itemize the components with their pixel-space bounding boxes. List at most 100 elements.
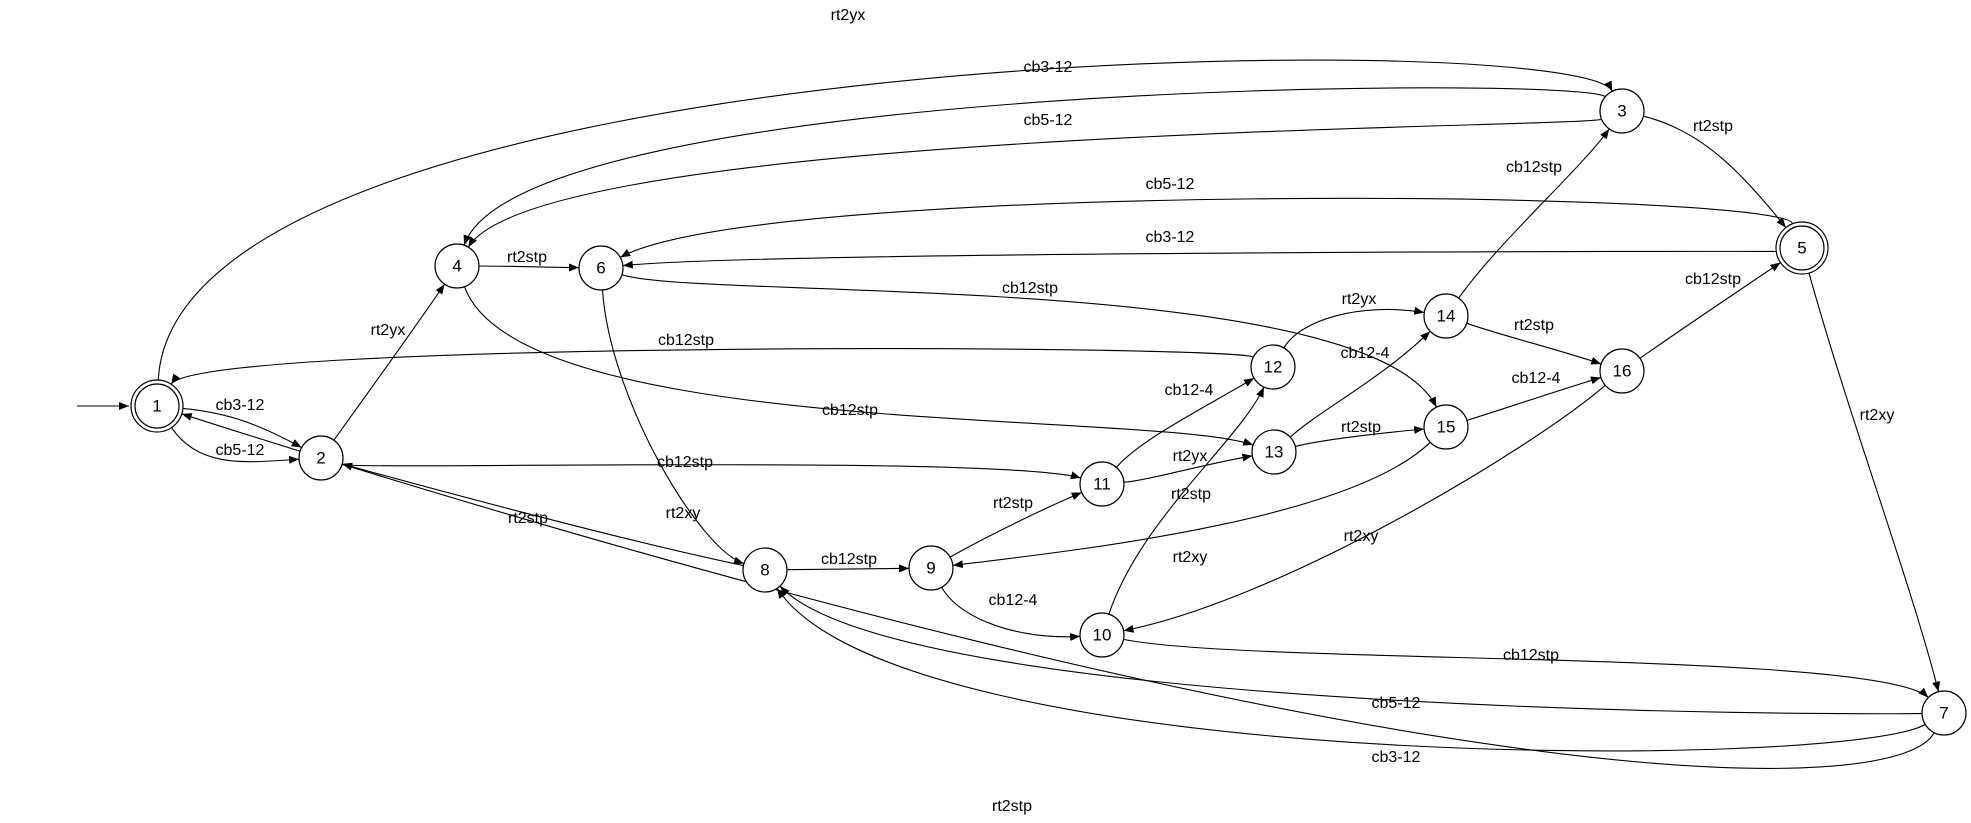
- edge-label: cb3-12: [1372, 749, 1421, 766]
- edge-5-to-6: [619, 197, 1794, 258]
- state-circle: [578, 245, 624, 291]
- state-circle: [1921, 690, 1967, 736]
- edge-11-to-12: [1115, 377, 1255, 468]
- edge-3-to-4: [463, 87, 1606, 246]
- state-circle: [434, 243, 480, 289]
- state-circle: [908, 545, 954, 591]
- state-label: 9: [926, 559, 935, 578]
- edge-2-to-4: [333, 283, 446, 441]
- state-node-6: 6: [578, 245, 624, 291]
- edge-3-to-5: [1643, 115, 1787, 228]
- edge-1-to-2: [182, 407, 302, 449]
- edge-label: cb12stp: [821, 551, 877, 568]
- edge-label: cb3-12: [216, 397, 265, 414]
- edge-label: rt2stp: [1514, 317, 1554, 334]
- state-label: 10: [1093, 626, 1112, 645]
- state-label: 4: [452, 257, 461, 276]
- state-label: 14: [1437, 307, 1456, 326]
- edge-label: rt2yx: [1342, 291, 1377, 308]
- edge-label: cb12stp: [1002, 280, 1058, 297]
- state-node-9: 9: [908, 545, 954, 591]
- edge-12-to-1: [170, 348, 1254, 385]
- edge-label: rt2xy: [1344, 528, 1379, 545]
- state-circle: [1250, 344, 1296, 390]
- edge-5-to-7: [1808, 272, 1940, 692]
- edge-13-to-14: [1289, 330, 1431, 438]
- edge-4-to-6: [478, 263, 580, 272]
- edge-label: rt2stp: [1341, 419, 1381, 436]
- edge-label: cb5-12: [216, 442, 265, 459]
- state-label: 16: [1613, 362, 1632, 381]
- edge-10-to-12: [1108, 386, 1265, 615]
- edge-9-to-11: [949, 492, 1082, 558]
- edge-12-to-14: [1283, 306, 1425, 349]
- edge-7-to-1: [181, 413, 1935, 769]
- state-circle: [1599, 88, 1645, 134]
- state-node-16: 16: [1599, 348, 1645, 394]
- edge-label: cb12-4: [1165, 382, 1214, 399]
- edge-label: rt2stp: [992, 798, 1032, 815]
- edge-7-to-8: [776, 588, 1926, 752]
- edge-label: cb12stp: [1506, 159, 1562, 176]
- state-label: 2: [316, 449, 325, 468]
- edge-label: rt2stp: [993, 495, 1033, 512]
- edge-label: cb3-12: [1146, 229, 1195, 246]
- state-label: 13: [1265, 443, 1284, 462]
- state-label: 7: [1939, 704, 1948, 723]
- state-circle: [1599, 348, 1645, 394]
- edge-label: rt2xy: [1173, 549, 1208, 566]
- edge-label: cb12stp: [657, 454, 713, 471]
- state-label: 3: [1617, 102, 1626, 121]
- state-circle: [298, 435, 344, 481]
- state-node-15: 15: [1423, 404, 1469, 450]
- edge-label: cb12-4: [1341, 345, 1390, 362]
- state-node-2: 2: [298, 435, 344, 481]
- state-label: 8: [760, 561, 769, 580]
- edge-label: cb12-4: [1512, 370, 1561, 387]
- state-circle: [1079, 612, 1125, 658]
- state-circle: [1423, 293, 1469, 339]
- edge-label: cb5-12: [1372, 695, 1421, 712]
- edge-label: cb3-12: [1024, 59, 1073, 76]
- edge-label: rt2yx: [371, 322, 406, 339]
- edge-5-to-6: [622, 250, 1777, 269]
- state-circle: [1423, 404, 1469, 450]
- edge-2-to-11: [341, 463, 1081, 480]
- state-label: 6: [596, 259, 605, 278]
- edge-6-to-15: [621, 274, 1437, 408]
- state-label: 1: [152, 397, 161, 416]
- state-label: 11: [1093, 475, 1111, 494]
- edge-3-to-4: [467, 118, 1602, 248]
- state-node-14: 14: [1423, 293, 1469, 339]
- state-node-12: 12: [1250, 344, 1296, 390]
- state-node-7: 7: [1921, 690, 1967, 736]
- state-node-8: 8: [742, 547, 788, 593]
- state-node-13: 13: [1251, 429, 1297, 475]
- edge-label: rt2xy: [1860, 407, 1895, 424]
- edge-6-to-8: [601, 289, 745, 565]
- edge-8-to-2: [342, 462, 744, 567]
- state-node-4: 4: [434, 243, 480, 289]
- state-circle: [134, 383, 180, 429]
- edge-13-to-15: [1295, 425, 1425, 447]
- state-label: 12: [1264, 358, 1283, 377]
- edge-8-to-9: [786, 564, 910, 573]
- state-node-1: 1: [130, 379, 184, 433]
- state-circle: [1779, 225, 1825, 271]
- state-circle: [742, 547, 788, 593]
- edge-14-to-16: [1466, 322, 1602, 365]
- edge-1-to-2: [171, 427, 300, 464]
- edge-11-to-13: [1123, 453, 1253, 483]
- state-label: 5: [1797, 239, 1806, 258]
- edge-4-to-13: [463, 286, 1254, 446]
- state-label: 15: [1437, 418, 1456, 437]
- edge-label: cb12-4: [989, 592, 1038, 609]
- edge-label: cb5-12: [1024, 112, 1073, 129]
- edge-10-to-7: [1123, 638, 1929, 698]
- edge-14-to-3: [1458, 128, 1610, 299]
- edge-label: rt2stp: [1171, 486, 1211, 503]
- state-node-3: 3: [1599, 88, 1645, 134]
- edge-label: cb12stp: [1503, 647, 1559, 664]
- state-circle: [1079, 461, 1125, 507]
